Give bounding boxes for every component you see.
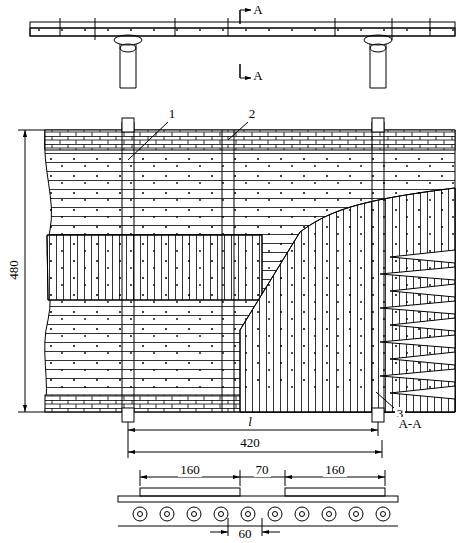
roller-axle: [165, 512, 170, 517]
roller-axle: [354, 512, 359, 517]
roller: [295, 507, 309, 521]
roller: [349, 507, 363, 521]
roller: [160, 507, 174, 521]
roller: [187, 507, 201, 521]
plank-end: [390, 352, 455, 365]
dimension-label: 60: [237, 527, 254, 541]
roller-axle: [192, 512, 197, 517]
roller: [133, 507, 147, 521]
dimension-label: A: [251, 3, 264, 17]
dimension-label: A-A: [396, 417, 423, 431]
callout-number: 1: [167, 107, 178, 121]
plank-end: [390, 284, 455, 297]
roller-axle: [219, 512, 224, 517]
plank-end: [380, 369, 455, 382]
roller: [322, 507, 336, 521]
roller: [214, 507, 228, 521]
dimension-label: 160: [178, 463, 202, 477]
roller: [241, 507, 255, 521]
dimension-label: 420: [238, 436, 262, 450]
roller: [376, 507, 390, 521]
roller-axle: [273, 512, 278, 517]
dimension-label: 160: [323, 463, 347, 477]
plank-end: [390, 386, 455, 399]
dimension-label: 480: [7, 258, 21, 282]
dimension-label: l: [246, 415, 254, 429]
roller-axle: [246, 512, 251, 517]
plank-end: [390, 250, 455, 263]
roller-axle: [381, 512, 386, 517]
plank-end: [380, 335, 455, 348]
plank-end: [390, 318, 455, 331]
callout-number: 2: [247, 107, 258, 121]
roller-axle: [327, 512, 332, 517]
dimension-label: A: [251, 69, 264, 83]
plank-end: [380, 267, 455, 280]
roller-axle: [300, 512, 305, 517]
roller-axle: [138, 512, 143, 517]
dimension-label: 70: [254, 463, 271, 477]
plank-end: [380, 301, 455, 314]
roller: [268, 507, 282, 521]
